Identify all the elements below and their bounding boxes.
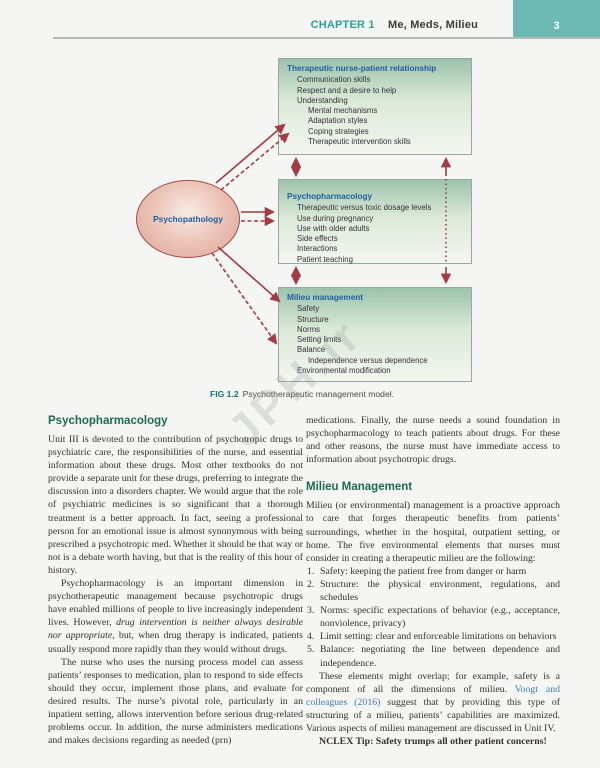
box-item: Coping strategies [308,126,369,136]
nclex-tip: NCLEX Tip: Safety trumps all other patie… [319,736,547,748]
ellipse-label: Psychopathology [153,214,223,224]
page-number-tab: 3 [513,0,600,38]
chapter-title: Me, Meds, Milieu [388,19,478,31]
box-item: Setting limits [297,335,342,345]
figure-box-psychopharmacology: Psychopharmacology Therapeutic versus to… [278,179,472,264]
paragraph: Milieu (or environmental) management is … [306,500,560,564]
list-item: Safety: keeping the patient free from da… [307,565,527,578]
figure-1-2: Therapeutic nurse-patient relationship C… [128,55,476,387]
paragraph-text: Psychopharmacology is an important dimen… [48,578,303,629]
box-item: Patient teaching [297,254,353,264]
box-item: Use with older adults [297,223,370,233]
box-title: Psychopharmacology [287,192,373,201]
box-item: Therapeutic versus toxic dosage levels [297,203,432,213]
box-item: Balance [297,345,326,355]
right-column: medications. Finally, the nurse needs a … [306,414,560,748]
box-item: Therapeutic intervention skills [308,137,411,147]
box-item: Safety [297,304,320,314]
chapter-label: CHAPTER 1 [310,19,375,31]
left-column: Psychopharmacology Unit III is devoted t… [48,414,303,747]
paragraph-text: These elements might overlap; for exampl… [306,670,560,695]
box-item: Norms [297,324,320,334]
emphasized-text: drug intervention is neither always desi… [48,617,303,642]
milieu-elements-list: Safety: keeping the patient free from da… [306,565,560,670]
box-item: Environmental modification [297,366,391,376]
figure-caption-label: FIG 1.2 [209,389,239,399]
box-item: Use during pregnancy [297,213,374,223]
paragraph: The nurse who uses the nursing process m… [48,656,303,747]
list-item: Limit setting: clear and enforceable lim… [307,630,557,643]
paragraph: Unit III is devoted to the contribution … [48,434,303,576]
list-item: Norms: specific expectations of behavior… [307,604,560,630]
psychopathology-ellipse: Psychopathology [136,180,240,258]
paragraph: These elements might overlap; for exampl… [306,670,560,735]
figure-box-milieu-management: Milieu management Safety Structure Norms… [278,287,472,382]
paragraph-text: suggest that by providing this type of s… [306,696,560,734]
box-item: Structure [297,314,329,324]
box-item: Adaptation styles [308,116,368,126]
list-item: Balance: negotiating the line between de… [307,643,560,669]
list-item: Structure: the physical environment, reg… [307,578,560,604]
paragraph: Psychopharmacology is an important dimen… [48,577,303,656]
section-heading-psychopharmacology: Psychopharmacology [48,415,168,427]
box-item: Interactions [297,244,338,254]
section-heading-milieu-management: Milieu Management [306,481,413,494]
box-item: Mental mechanisms [308,106,378,116]
running-header: CHAPTER 1 Me, Meds, Milieu [311,19,478,31]
box-item: Communication skills [297,75,371,85]
box-item: Respect and a desire to help [297,85,397,95]
page-number: 3 [553,20,560,32]
box-item: Side effects [297,234,338,244]
box-title: Milieu management [287,293,363,302]
box-item: Independence versus dependence [308,355,428,365]
header-rule [53,37,600,39]
paragraph-text: , but, when drug therapy is indicated, p… [48,630,303,655]
paragraph: medications. Finally, the nurse needs a … [306,415,560,466]
box-title: Therapeutic nurse-patient relationship [287,64,437,73]
box-item: Understanding [297,95,348,105]
figure-box-nurse-patient-relationship: Therapeutic nurse-patient relationship C… [278,58,472,155]
figure-caption-text: Psychotherapeutic management model. [242,389,395,399]
citation-link[interactable]: Voogt and colleagues (2016) [306,683,560,708]
